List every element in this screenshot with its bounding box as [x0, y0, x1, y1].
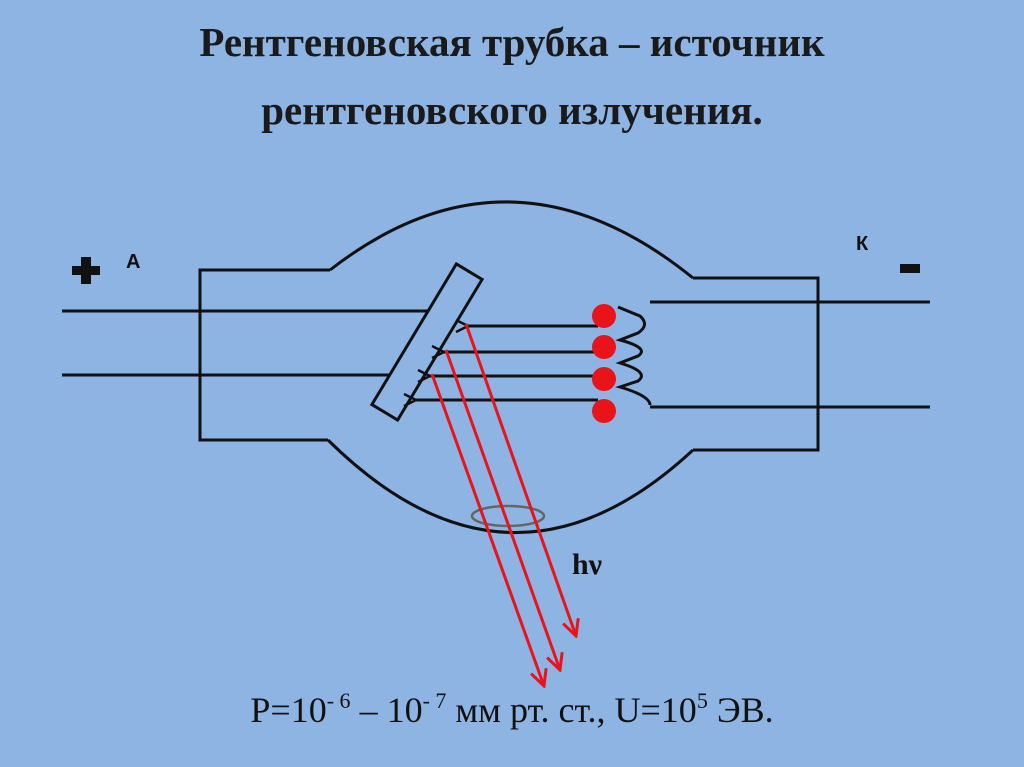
anode-target	[369, 261, 485, 423]
cathode-wires	[615, 300, 930, 409]
formula-pressure: Р=10	[250, 690, 327, 730]
cathode-neck	[693, 276, 820, 452]
xray-ray	[464, 323, 576, 636]
formula-voltage: мм рт. ст., U=10	[446, 690, 697, 730]
anode-neck	[198, 268, 330, 442]
electron-dot-icon	[592, 335, 616, 359]
plus-sign-icon	[72, 257, 100, 284]
cathode-filament	[615, 305, 652, 406]
anode-wires	[62, 309, 428, 377]
formula-exp-3: 5	[696, 688, 708, 713]
xray-ray	[430, 373, 544, 686]
formula-exp-2: - 7	[422, 688, 447, 713]
electron-dot-icon	[592, 367, 616, 391]
electron-beams	[416, 326, 598, 400]
anode-label: А	[126, 251, 140, 273]
conditions-formula: Р=10- 6 – 10- 7 мм рт. ст., U=105 ЭВ.	[0, 688, 1024, 731]
electron-dot-icon	[592, 399, 616, 423]
electron-dot-icon	[592, 304, 616, 328]
electrons	[592, 304, 616, 423]
title-line-2: рентгеновского излучения.	[261, 87, 763, 133]
cathode-label: К	[856, 233, 869, 255]
formula-unit: ЭВ.	[707, 690, 774, 730]
minus-sign	[900, 264, 920, 273]
title-line-1: Рентгеновская трубка – источник	[199, 19, 825, 65]
radiation-label: hν	[572, 548, 603, 581]
page-title: Рентгеновская трубка – источник рентгено…	[0, 8, 1024, 144]
formula-dash: – 10	[350, 690, 423, 730]
bulb-top	[329, 200, 694, 280]
xray-ray	[444, 349, 560, 670]
xray-rays	[430, 323, 576, 686]
formula-exp-1: - 6	[326, 688, 351, 713]
tube-body	[198, 200, 820, 534]
